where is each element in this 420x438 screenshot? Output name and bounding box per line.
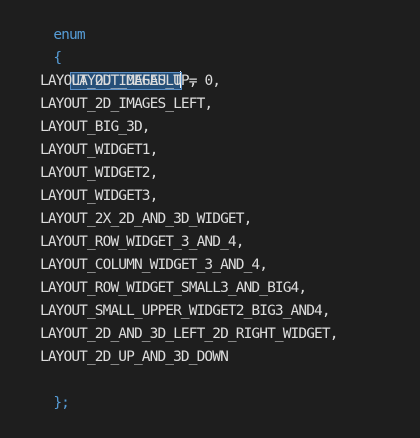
enum-entry: LAYOUT_2D_UP_AND_3D_DOWN [40,349,229,365]
enum-entry: LAYOUT_ROW_WIDGET_3_AND_4, [40,234,244,250]
enum-entry: LAYOUT_2D_AND_3D_LEFT_2D_RIGHT_WIDGET, [40,326,338,342]
enum-entry: LAYOUT_COLUMN_WIDGET_3_AND_4, [40,257,268,273]
enum-entry: LAYOUT_WIDGET1, [40,142,158,158]
default-assignment: = 0, [180,73,221,89]
code-line-open-brace: { [22,24,62,66]
open-brace: { [53,50,62,66]
enum-entry: LAYOUT_WIDGET2, [40,165,158,181]
enum-entry: LAYOUT_WIDGET3, [40,188,158,204]
enum-entry: LAYOUT_2D_IMAGES_LEFT, [40,96,213,112]
code-line-layout-default: LAYOUT_DEFAULT = 0, [40,47,221,90]
code-editor[interactable]: enum { LAYOUT_DEFAULT = 0, LAYOUT_2D_IMA… [0,0,420,411]
text-cursor [179,71,181,88]
enum-entry: LAYOUT_2D_IMAGES_UP, [40,73,198,89]
enum-entry: LAYOUT_2X_2D_AND_3D_WIDGET, [40,211,252,227]
enum-entry: LAYOUT_BIG_3D, [40,119,151,135]
code-line-enum-keyword: enum [22,1,85,43]
close-brace: }; [53,395,70,411]
selected-identifier[interactable]: LAYOUT_DEFAULT [70,72,182,90]
enum-entry: LAYOUT_ROW_WIDGET_SMALL3_AND_BIG4, [40,280,307,296]
code-line-close-brace: }; [22,369,70,411]
enum-entry: LAYOUT_SMALL_UPPER_WIDGET2_BIG3_AND4, [40,303,331,319]
enum-keyword: enum [53,27,85,43]
